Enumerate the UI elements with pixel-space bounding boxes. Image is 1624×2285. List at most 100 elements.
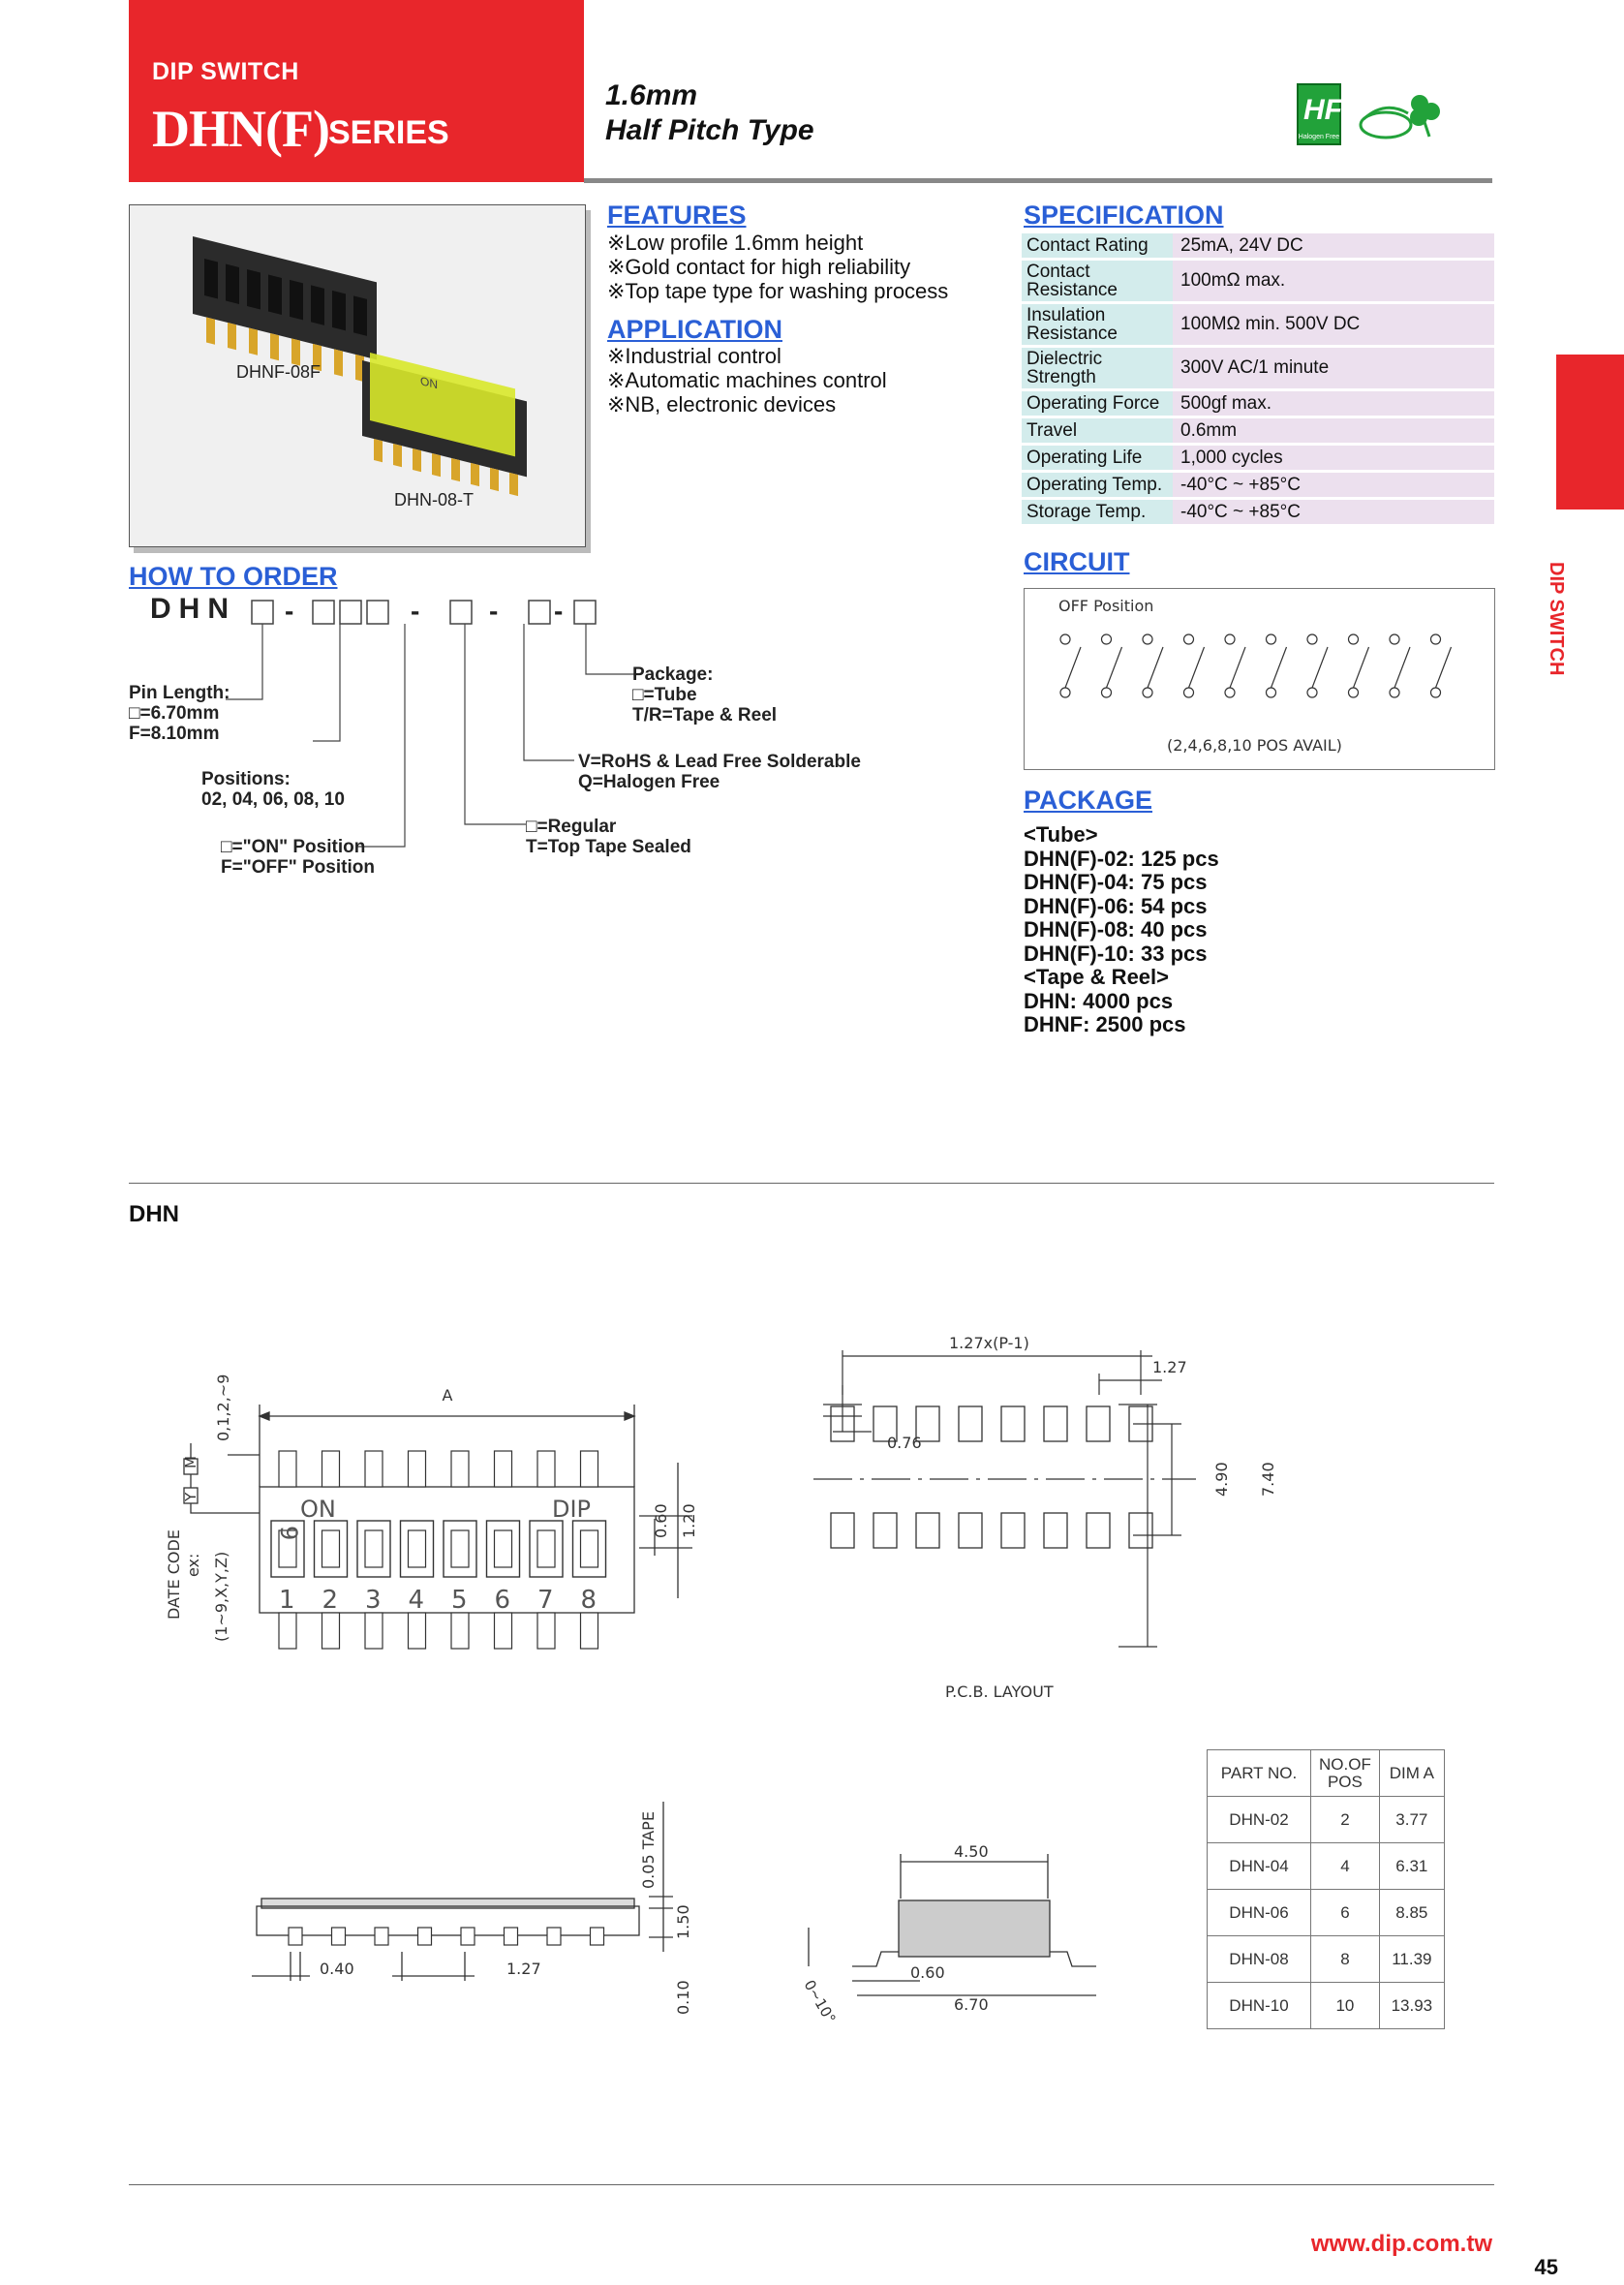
top-slider xyxy=(443,1520,477,1578)
application-list: ※Industrial control ※Automatic machines … xyxy=(607,344,887,417)
side-dim-127: 1.27 xyxy=(506,1960,541,1978)
header-banner: DIP SWITCH DHN(F) SERIES xyxy=(129,0,584,182)
top-pin xyxy=(278,1450,297,1488)
circuit-switch xyxy=(1306,633,1329,698)
top-pin xyxy=(579,1612,599,1650)
top-position-number: 7 xyxy=(537,1586,554,1615)
application-item: ※NB, electronic devices xyxy=(607,392,837,417)
side-dim-040: 0.40 xyxy=(320,1960,354,1978)
top-knob xyxy=(278,1529,297,1568)
top-pin xyxy=(364,1612,383,1650)
pcb-pad xyxy=(1128,1512,1153,1549)
pcb-pad xyxy=(958,1512,983,1549)
side-standoff: 0.10 xyxy=(674,1980,692,2015)
package-line: DHN(F)-10: 33 pcs xyxy=(1024,941,1208,966)
svg-text:-: - xyxy=(411,596,419,626)
order-positions: Positions: 02, 04, 06, 08, 10 xyxy=(201,769,345,810)
top-pin xyxy=(536,1450,556,1488)
website-link[interactable]: www.dip.com.tw xyxy=(1310,2231,1492,2257)
order-package: Package: □=Tube T/R=Tape & Reel xyxy=(632,664,778,726)
top-slider xyxy=(399,1520,435,1578)
date-code-label: DATE CODE xyxy=(165,1529,183,1620)
y-label: Y xyxy=(182,1492,199,1502)
order-code-prefix: DHN xyxy=(150,593,236,625)
side-pin xyxy=(288,1927,303,1946)
top-knob xyxy=(493,1529,513,1568)
side-pin xyxy=(589,1927,605,1946)
top-position-number: 5 xyxy=(451,1586,468,1615)
circuit-switch xyxy=(1265,633,1288,698)
order-on-off: □="ON" Position F="OFF" Position xyxy=(221,837,375,878)
circuit-diagram: OFF Position (2,4,6,8,10 POS AVAIL) xyxy=(1024,588,1495,770)
top-position-number: 3 xyxy=(365,1586,382,1615)
side-pin xyxy=(416,1927,433,1946)
side-tape: 0.05 TAPE xyxy=(639,1811,658,1889)
pcb-dim-490: 4.90 xyxy=(1212,1462,1231,1497)
top-slider xyxy=(356,1520,391,1578)
halogen-free-text: Halogen Free xyxy=(1299,134,1340,140)
order-seal: □=Regular T=Top Tape Sealed xyxy=(526,817,691,857)
package-line: DHN: 4000 pcs xyxy=(1024,988,1174,1013)
svg-text:-: - xyxy=(554,596,563,626)
package-line: DHN(F)-08: 40 pcs xyxy=(1024,917,1208,942)
pcb-pad xyxy=(873,1512,898,1549)
pcb-pad xyxy=(1000,1405,1026,1442)
spec-row: Operating Temp.-40°C ~ +85°C xyxy=(1022,473,1494,497)
dim-060: 0.60 xyxy=(652,1503,670,1538)
top-position-number: 8 xyxy=(581,1586,598,1615)
pcb-pad xyxy=(915,1405,940,1442)
top-position-number: 6 xyxy=(495,1586,511,1615)
pcb-dim-740: 7.40 xyxy=(1259,1462,1277,1497)
top-slider xyxy=(313,1520,349,1578)
pcb-pad xyxy=(958,1405,983,1442)
circuit-switch xyxy=(1347,633,1370,698)
application-item: ※Automatic machines control xyxy=(607,368,887,392)
end-lead: 0.60 xyxy=(910,1963,945,1982)
circuit-switch xyxy=(1429,633,1453,698)
code-range-label: 0,1,2,~9 xyxy=(214,1374,232,1441)
top-pin xyxy=(450,1612,470,1650)
side-tab-label: DIP SWITCH xyxy=(1546,562,1567,676)
top-pin xyxy=(364,1450,383,1488)
drawing-section-title: DHN xyxy=(129,1201,179,1227)
series-title: DHN(F) xyxy=(152,100,330,158)
circuit-off-label: OFF Position xyxy=(1058,597,1153,615)
features-title: FEATURES xyxy=(607,201,747,230)
top-nine-text: 9 xyxy=(275,1526,302,1540)
side-pin xyxy=(330,1927,347,1946)
feature-item: ※Low profile 1.6mm height xyxy=(607,231,864,255)
end-width: 4.50 xyxy=(954,1842,989,1861)
category-label: DIP SWITCH xyxy=(152,58,299,85)
header-rule xyxy=(584,178,1492,183)
pcb-pad xyxy=(873,1405,898,1442)
pcb-pitch-formula: 1.27x(P-1) xyxy=(949,1334,1029,1352)
pcb-caption: P.C.B. LAYOUT xyxy=(945,1683,1054,1701)
top-pin xyxy=(493,1612,513,1650)
order-pin-length: Pin Length: □=6.70mm F=8.10mm xyxy=(129,683,230,744)
m-label: M xyxy=(182,1456,199,1468)
date-code-ex: ex: xyxy=(184,1554,202,1577)
top-knob xyxy=(407,1529,427,1568)
package-line: <Tape & Reel> xyxy=(1024,965,1169,989)
pcb-layout-drawing: 1.27x(P-1) 1.27 0.76 4.90 7.40 P.C.B. LA… xyxy=(813,1334,1277,1701)
footer-rule xyxy=(129,2184,1494,2185)
package-line: DHNF: 2500 pcs xyxy=(1024,1012,1186,1036)
dim-a-label: A xyxy=(443,1386,453,1405)
top-position-number: 1 xyxy=(279,1586,295,1615)
top-slider xyxy=(270,1520,305,1578)
top-pin xyxy=(278,1612,297,1650)
side-height: 1.50 xyxy=(674,1904,692,1939)
top-pin xyxy=(579,1450,599,1488)
